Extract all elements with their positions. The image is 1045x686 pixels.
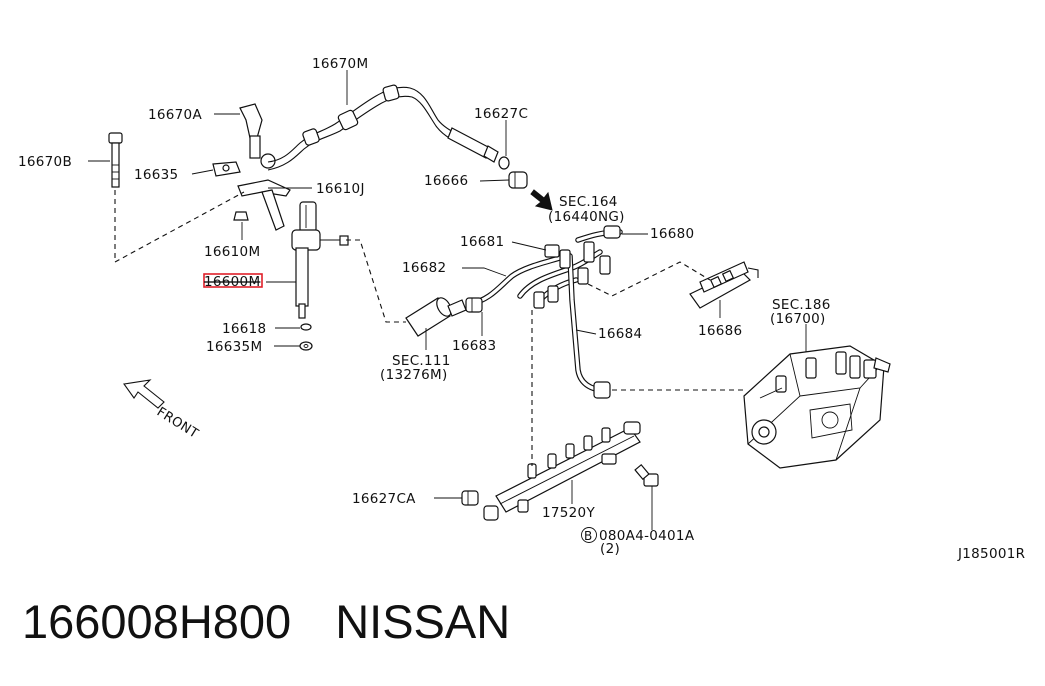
highlight-16600M — [203, 273, 263, 288]
bolt-symbol-circle — [581, 527, 597, 543]
part-number: 166008H800 — [22, 595, 292, 648]
label-16680: 16680 — [650, 226, 694, 242]
label-16618: 16618 — [222, 321, 266, 337]
brand-name: NISSAN — [335, 595, 511, 648]
label-sec164-ref: (16440NG) — [548, 209, 625, 225]
label-16627C: 16627C — [474, 106, 528, 122]
label-16600M: 16600M — [204, 274, 260, 290]
label-sec111: SEC.111 — [392, 353, 451, 369]
leak-off-pipe-16670M — [267, 84, 499, 171]
front-arrow-icon: FRONT — [123, 379, 201, 442]
washer-16618 — [300, 323, 312, 331]
label-16670A: 16670A — [148, 107, 202, 123]
label-17520Y: 17520Y — [542, 505, 595, 521]
fuel-pump-sec186 — [743, 345, 891, 469]
label-sec111-ref: (13276M) — [380, 367, 448, 383]
injection-pipes — [467, 225, 623, 399]
label-16610M: 16610M — [204, 244, 260, 260]
parts-diagram: FRONT 16670M 16670A 16627C 16670B 16635 … — [18, 56, 1025, 562]
label-16627CA: 16627CA — [352, 491, 416, 507]
label-16610J: 16610J — [316, 181, 365, 197]
label-sec186-ref: (16700) — [770, 311, 826, 327]
label-16635: 16635 — [134, 167, 178, 183]
common-rail-17520Y — [483, 421, 641, 521]
connector-16683 — [465, 297, 483, 313]
front-label: FRONT — [154, 405, 201, 442]
spacer-16610M — [233, 211, 249, 221]
arrow-sec164 — [530, 189, 553, 211]
caption: 166008H800 NISSAN — [22, 598, 510, 645]
label-16681: 16681 — [460, 234, 504, 250]
label-bolt: 080A4-0401A — [599, 528, 695, 544]
injector-assembly — [108, 103, 349, 351]
plug-16627CA — [461, 490, 479, 506]
bracket-16686 — [689, 261, 759, 309]
washer-16627C — [498, 156, 510, 170]
label-sec186: SEC.186 — [772, 297, 831, 313]
fitting-16670A — [239, 103, 276, 169]
bolt-080A4 — [634, 463, 659, 487]
label-16635M: 16635M — [206, 339, 262, 355]
figure-code: J185001R — [957, 546, 1025, 562]
label-16670B: 16670B — [18, 154, 72, 170]
grommet-16666 — [508, 171, 528, 189]
leader-lines — [88, 70, 807, 530]
label-16684: 16684 — [598, 326, 642, 342]
sleeve-sec111 — [405, 297, 467, 337]
label-bolt-symbol: B — [584, 529, 593, 543]
label-bolt-qty: (2) — [600, 541, 620, 557]
label-16666: 16666 — [424, 173, 468, 189]
clamp-16610J — [212, 161, 291, 231]
reference-lines — [114, 190, 744, 466]
bolt-16670B — [108, 132, 123, 188]
injector-16600M — [291, 201, 349, 319]
label-16670M: 16670M — [312, 56, 368, 72]
label-16682: 16682 — [402, 260, 446, 276]
label-sec164: SEC.164 — [559, 194, 618, 210]
label-16686: 16686 — [698, 323, 742, 339]
washer-16635M — [299, 341, 313, 351]
label-16683: 16683 — [452, 338, 496, 354]
